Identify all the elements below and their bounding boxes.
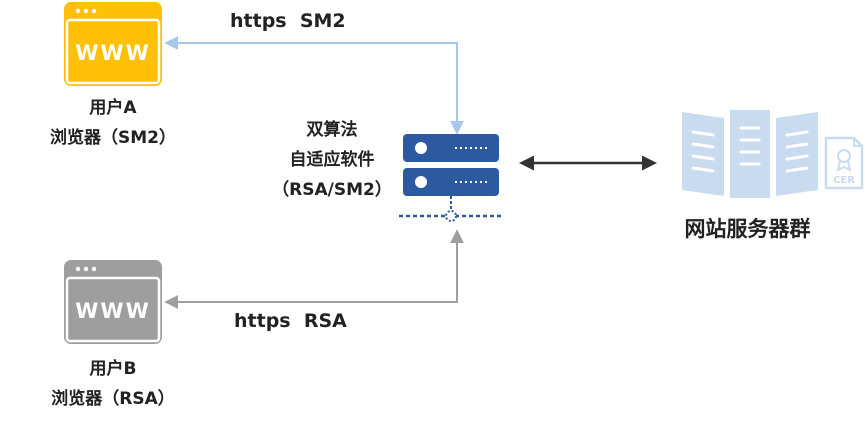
server-label-line2: 自适应软件 [289,150,375,170]
https-sm2-label: https SM2 [230,10,346,32]
certificate-text: CER [833,175,855,186]
https-sm2-connector [164,36,464,135]
https-rsa-connector [164,229,464,309]
browser-a-www-text: WWW [75,41,151,65]
browser-a-icon: WWW [64,2,162,86]
certificate-icon: CER [824,136,864,190]
server-group-label: 网站服务器群 [684,217,811,241]
server-icon [399,134,503,222]
server-label-line1: 双算法 [306,120,358,140]
server-group-icon [682,110,818,198]
server-label-line3: （RSA/SM2） [272,180,392,200]
user-a-label-line2: 浏览器（SM2） [50,128,176,148]
browser-b-www-text: WWW [75,299,151,323]
user-b-label-line2: 浏览器（RSA） [51,389,175,409]
user-b-label-line1: 用户B [89,359,137,379]
https-rsa-label: https RSA [234,310,347,332]
browser-b-icon: WWW [64,260,162,344]
user-a-label-line1: 用户A [89,98,137,118]
